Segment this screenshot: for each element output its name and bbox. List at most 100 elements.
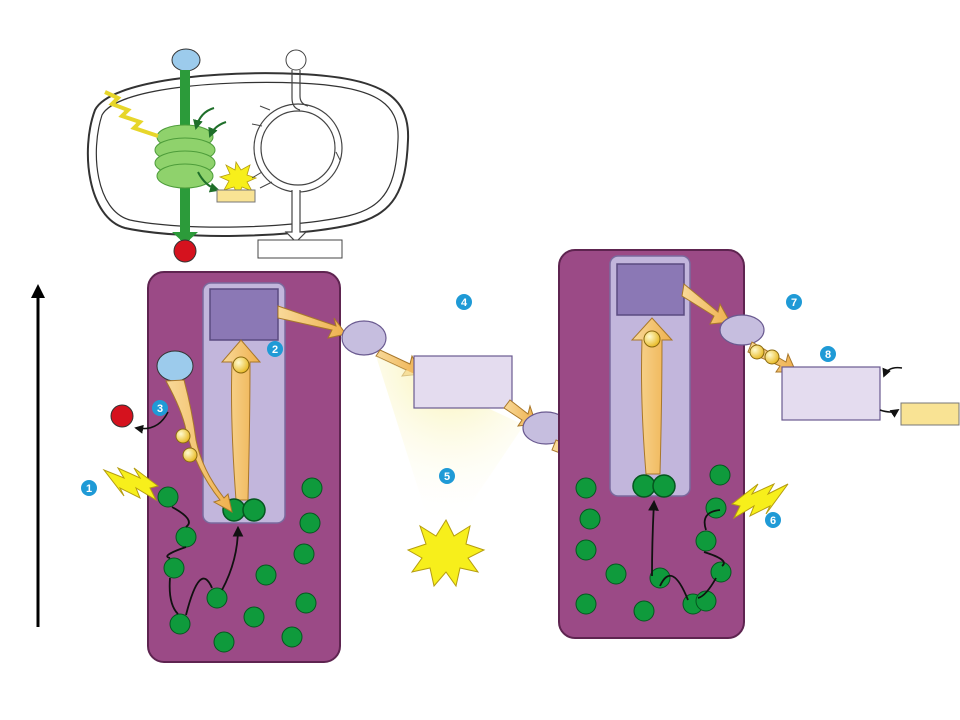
- step-badge-7: 7: [786, 294, 802, 310]
- antenna-chlorophyll: [575, 539, 597, 561]
- step-number: 2: [272, 344, 278, 356]
- antenna-chlorophyll: [293, 543, 315, 565]
- step-number: 3: [157, 403, 163, 415]
- inset-green-arrow-head: [172, 232, 198, 244]
- photosystem-ii-antenna: [157, 477, 323, 653]
- antenna-chlorophyll: [281, 626, 303, 648]
- antenna-chlorophyll: [605, 563, 627, 585]
- inset-thylakoid-stack: [154, 124, 216, 189]
- antenna-chlorophyll: [299, 512, 321, 534]
- step-number: 6: [770, 515, 776, 527]
- inset-green-arrow-3: [197, 171, 220, 193]
- step-badge-5: 5: [439, 468, 455, 484]
- photosystem-i-electron-top: [643, 330, 661, 348]
- inset-oxygen-molecule: [173, 239, 197, 263]
- reductase-output-arrow: [879, 409, 900, 418]
- step-badge-8: 8: [820, 346, 836, 362]
- step-number: 1: [86, 483, 92, 495]
- photosystem-ii-excitation-arrow: [220, 339, 262, 501]
- ferredoxin-electron-1: [749, 344, 765, 360]
- photosystem-ii-reaction-center-right: [242, 498, 266, 522]
- light-photon-ii-lightning-bolt-icon: [102, 466, 160, 502]
- psii-to-carrier-arrow: [277, 305, 347, 339]
- nadph-product-box: [900, 402, 960, 426]
- reductase-input-arrow: [882, 366, 903, 378]
- antenna-chlorophyll: [213, 631, 235, 653]
- antenna-chlorophyll: [575, 477, 597, 499]
- antenna-chlorophyll: [579, 508, 601, 530]
- water-electron-2: [182, 447, 198, 463]
- inset-cycle-arrow-4: [259, 181, 273, 189]
- step-badge-2: 2: [267, 341, 283, 357]
- inset-cycle-arrow-3: [251, 171, 263, 179]
- antenna-chlorophyll: [255, 564, 277, 586]
- step-badge-1: 1: [81, 480, 97, 496]
- antenna-chlorophyll: [295, 592, 317, 614]
- step-badge-4: 4: [456, 294, 472, 310]
- step-badge-3: 3: [152, 400, 168, 416]
- inset-water-molecule: [171, 48, 201, 72]
- photosystem-ii-primary-acceptor: [209, 288, 279, 341]
- antenna-chlorophyll: [243, 606, 265, 628]
- chloroplast-inset: [86, 48, 410, 263]
- water-split-arrow: [165, 379, 233, 513]
- step-number: 5: [444, 471, 450, 483]
- inset-cycle-ring-outer: [253, 103, 343, 193]
- antenna-chlorophyll: [710, 561, 732, 583]
- photosystem-i-excitation-arrow: [630, 317, 674, 475]
- chloroplast-inner-membrane: [95, 81, 399, 228]
- step-number: 8: [825, 349, 831, 361]
- energy-transfer-path-i: [652, 502, 725, 601]
- antenna-chlorophyll: [633, 600, 655, 622]
- step-badges: 1 2 3 4 5 6 7 8: [81, 294, 836, 528]
- oxygen-release-arrow: [134, 411, 169, 434]
- water-molecule: [156, 350, 194, 382]
- psi-to-carrier-arrow: [681, 283, 731, 325]
- inset-co2-input: [285, 49, 307, 71]
- inset-green-arrow-2: [208, 121, 227, 138]
- inset-cycle-arrow-5: [335, 151, 341, 161]
- inset-product-box: [216, 189, 256, 203]
- energy-transfer-path-ii: [166, 506, 238, 616]
- antenna-chlorophyll: [169, 613, 191, 635]
- antenna-chlorophyll: [575, 593, 597, 615]
- photosystem-ii: [147, 271, 341, 663]
- inset-cycle-ring-inner: [260, 110, 336, 186]
- energy-axis-arrow-head: [31, 284, 45, 298]
- inset-output-box: [257, 239, 343, 259]
- ferredoxin-carrier: [719, 314, 765, 346]
- antenna-chlorophyll: [695, 590, 717, 612]
- inset-cycle-arrow-2: [251, 123, 263, 127]
- oxygen-molecule: [110, 404, 134, 428]
- electron-carrier-1: [341, 320, 387, 356]
- antenna-chlorophyll: [175, 526, 197, 548]
- antenna-chlorophyll: [206, 587, 228, 609]
- inset-green-arrow-1: [193, 107, 215, 130]
- antenna-chlorophyll: [709, 464, 731, 486]
- inset-cycle-arrow-1: [259, 105, 271, 111]
- photosystem-i-reaction-center-right: [652, 474, 676, 498]
- step-number: 4: [461, 297, 468, 309]
- step-number: 7: [791, 297, 797, 309]
- step-badge-6: 6: [765, 512, 781, 528]
- photosystem-i-primary-acceptor: [616, 263, 685, 316]
- antenna-chlorophyll: [163, 557, 185, 579]
- photosystem-i-reaction-center-left: [632, 474, 656, 498]
- reductase-complex: [781, 366, 881, 421]
- antenna-chlorophyll: [705, 497, 727, 519]
- ferredoxin-electron-2: [764, 349, 780, 365]
- antenna-chlorophyll: [157, 486, 179, 508]
- energy-release-glow: [376, 356, 524, 526]
- antenna-chlorophyll: [649, 567, 671, 589]
- antenna-chlorophyll: [695, 530, 717, 552]
- cytochrome-complex: [413, 355, 513, 409]
- chloroplast-outer-membrane: [86, 72, 410, 237]
- antenna-chlorophyll: [301, 477, 323, 499]
- inset-co2-channel: [291, 70, 309, 111]
- water-electron-1: [175, 428, 191, 444]
- inset-lightning-bolt-icon: [104, 90, 159, 138]
- photosystem-ii-electron-top: [232, 356, 250, 374]
- energy-burst-icon: [406, 518, 486, 588]
